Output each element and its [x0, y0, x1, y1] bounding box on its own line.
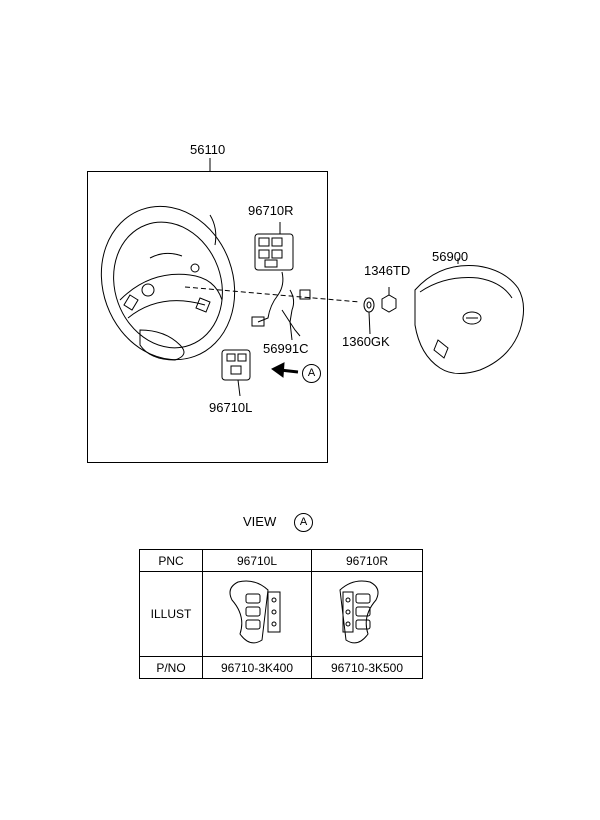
part-number-left: 96710-3K400 [202, 656, 312, 679]
callout-switch-left: 96710L [209, 400, 253, 415]
part-number-right: 96710-3K500 [311, 656, 423, 679]
view-label-marker: A [294, 513, 313, 532]
callout-wiring: 56991C [263, 341, 309, 356]
illust-left-cell [202, 571, 312, 657]
header-right-switch: 96710R [311, 549, 423, 572]
table-row: PNC 96710L 96710R [139, 549, 423, 572]
callout-bolt: 1346TD [364, 263, 411, 278]
airbag-drawing [414, 258, 524, 374]
callout-airbag: 56900 [432, 249, 469, 264]
pno-label: P/NO [139, 656, 203, 679]
switch-spec-table: PNC 96710L 96710R ILLUST P/NO 96710-3K40… [139, 549, 423, 679]
wiring-harness-drawing [251, 271, 311, 341]
steering-wheel-drawing [100, 205, 236, 361]
bolt-drawing [381, 287, 397, 313]
callout-assembly: 56110 [190, 142, 226, 157]
header-left-switch: 96710L [202, 549, 312, 572]
table-row: P/NO 96710-3K400 96710-3K500 [139, 656, 423, 679]
header-pnc: PNC [139, 549, 203, 572]
centerline [184, 286, 361, 303]
nut-drawing [363, 297, 375, 335]
illust-label: ILLUST [139, 571, 203, 657]
switch-right-drawing [254, 222, 294, 271]
view-arrow [271, 362, 299, 378]
table-row: ILLUST [139, 571, 423, 657]
view-marker-circle: A [302, 364, 321, 383]
view-label: VIEW [243, 514, 277, 529]
illust-right-cell [311, 571, 423, 657]
assembly-frame [87, 171, 328, 463]
callout-switch-right: 96710R [248, 203, 294, 218]
callout-nut: 1360GK [342, 334, 390, 349]
switch-left-drawing [221, 349, 251, 397]
